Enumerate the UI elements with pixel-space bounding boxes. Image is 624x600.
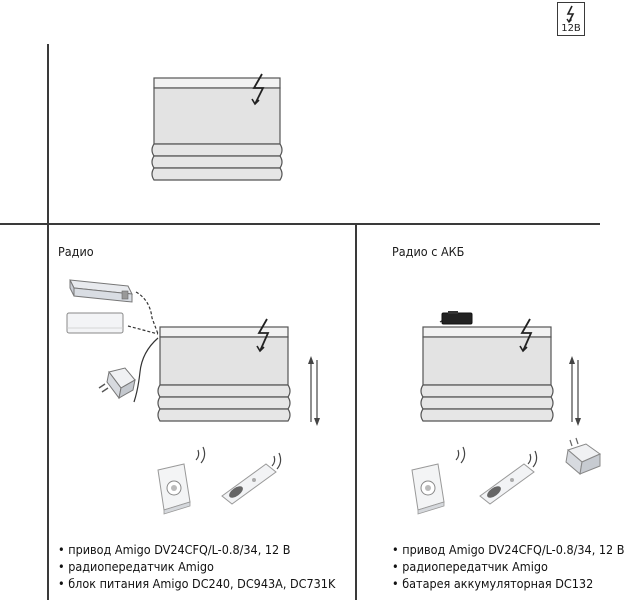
pleated-blind-icon — [151, 73, 283, 181]
battery-pack-icon — [441, 311, 473, 325]
radio-wave-icon — [455, 446, 466, 464]
list-item: радиопередатчик Amigo — [58, 558, 355, 575]
wall-switch-icon — [411, 463, 445, 515]
up-down-arrow-icon — [569, 356, 581, 426]
receiver-box-icon — [66, 312, 124, 334]
list-item: блок питания Amigo DC240, DC943A, DC731K — [58, 575, 355, 592]
wall-switch-icon — [157, 463, 191, 515]
radio-wave-icon — [271, 452, 282, 470]
voltage-label: 12В — [561, 23, 581, 34]
connection-lines — [127, 291, 471, 403]
remote-control-icon — [479, 463, 535, 505]
lightning-bolt-icon — [566, 5, 575, 24]
list-item: привод Amigo DV24CFQ/L-0.8/34, 12 В — [58, 541, 355, 558]
pleated-blind-icon — [157, 318, 291, 422]
vertical-divider-left — [47, 44, 49, 600]
power-supply-icon — [69, 279, 133, 303]
list-item: радиопередатчик Amigo — [392, 558, 600, 575]
lightning-bolt-icon — [251, 73, 265, 106]
radio-battery-bullet-list: привод Amigo DV24CFQ/L-0.8/34, 12 В ради… — [392, 541, 624, 592]
radio-wave-icon — [527, 450, 538, 468]
radio-bullet-list: привод Amigo DV24CFQ/L-0.8/34, 12 В ради… — [58, 541, 355, 592]
section-title-radio: Радио — [58, 244, 94, 259]
up-down-arrow-icon — [308, 356, 320, 426]
horizontal-divider — [0, 223, 600, 225]
pleated-blind-icon — [420, 318, 554, 422]
power-supply-icon — [565, 437, 602, 475]
radio-wave-icon — [195, 446, 206, 464]
vertical-divider-middle — [355, 223, 357, 600]
voltage-badge: 12В — [557, 2, 585, 36]
lightning-bolt-icon — [256, 318, 270, 353]
list-item: привод Amigo DV24CFQ/L-0.8/34, 12 В — [392, 541, 624, 558]
plug-adapter-icon — [98, 367, 136, 400]
list-item: батарея аккумуляторная DC132 — [392, 575, 600, 592]
remote-control-icon — [221, 463, 277, 505]
lightning-bolt-icon — [519, 318, 533, 353]
section-title-radio-battery: Радио с АКБ — [392, 244, 465, 259]
